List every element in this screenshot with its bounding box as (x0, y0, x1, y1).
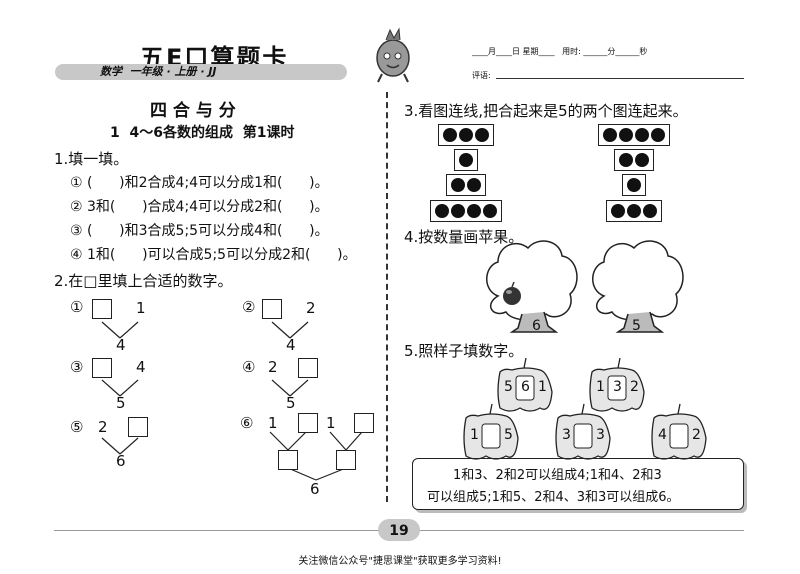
q5-example-2-middle: 3 (613, 379, 622, 395)
dot-icon (459, 153, 473, 167)
dot-icon (619, 128, 633, 142)
dot-icon (467, 178, 481, 192)
q5-exercise-2-left: 3 (562, 427, 571, 443)
q3-left-dot-group-3[interactable] (446, 174, 486, 196)
column-divider (386, 92, 388, 502)
q1-line-2[interactable]: ② 3和( )合成4;4可以分成2和( )。 (70, 199, 329, 215)
q2-tree-3-input-box[interactable] (92, 358, 112, 378)
mascot-icon (368, 26, 418, 84)
page-number-badge: 19 (378, 519, 420, 541)
q2-tree-5-left: 2 (98, 418, 108, 436)
q1-line-1[interactable]: ① ( )和2合成4;4可以分成1和( )。 (70, 175, 329, 191)
q2-tree-3-right: 4 (136, 358, 146, 376)
q2-tree-6-a: 1 (268, 414, 278, 432)
q2-tree-4-input-box[interactable] (298, 358, 318, 378)
q2-tree-2-input-box[interactable] (262, 299, 282, 319)
q5-exercise-3-left: 4 (658, 427, 667, 443)
q3-right-dot-group-2[interactable] (614, 149, 654, 171)
dot-icon (443, 128, 457, 142)
q2-tree-5-label: ⑤ (70, 418, 84, 436)
dot-icon (635, 153, 649, 167)
q3-right-dot-group-1[interactable] (598, 124, 670, 146)
q2-tree-2-label: ② (242, 298, 256, 316)
q3-left-dot-group-2[interactable] (454, 149, 478, 171)
comment-line[interactable] (496, 78, 744, 79)
dot-icon (635, 128, 649, 142)
dot-icon (651, 128, 665, 142)
q3-left-dot-group-4[interactable] (430, 200, 502, 222)
q2-tree-2-right: 2 (306, 299, 316, 317)
q5-exercise-2-right: 3 (596, 427, 605, 443)
q2-tree-6-input-box-mid-right[interactable] (336, 450, 356, 470)
q5-example-2-left: 1 (596, 379, 605, 395)
q2-tree-4-left: 2 (268, 358, 278, 376)
dot-icon (459, 128, 473, 142)
q2-tree-4-total: 5 (286, 394, 296, 412)
q2-tree-3-label: ③ (70, 358, 84, 376)
dot-icon (435, 204, 449, 218)
dot-icon (611, 204, 625, 218)
q5-note-line-2: 可以组成5;1和5、2和4、3和3可以组成6。 (427, 490, 680, 505)
q1-heading: 1.填一填。 (54, 150, 129, 168)
dot-icon (643, 204, 657, 218)
q5-note-line-1: 1和3、2和2可以组成4;1和4、2和3 (453, 468, 662, 483)
q3-right-dot-group-3[interactable] (622, 174, 646, 196)
q4-tree-left-number: 6 (532, 318, 541, 334)
comment-label: 评语: (472, 71, 491, 80)
q5-exercise-3-right: 2 (692, 427, 701, 443)
q4-heading: 4.按数量画苹果。 (404, 228, 524, 246)
dot-icon (483, 204, 497, 218)
q2-tree-1-right: 1 (136, 299, 146, 317)
q5-exercise-1-right: 5 (504, 427, 513, 443)
q2-tree-4-label: ④ (242, 358, 256, 376)
q5-example-2-right: 2 (630, 379, 639, 395)
q2-tree-1-input-box[interactable] (92, 299, 112, 319)
q5-note-box: 1和3、2和2可以组成4;1和4、2和3 可以组成5;1和5、2和4、3和3可以… (412, 458, 744, 510)
q5-example-1-left: 5 (504, 379, 513, 395)
q1-line-3[interactable]: ③ ( )和3合成5;5可以分成4和( )。 (70, 223, 329, 239)
lesson-title: 四 合 与 分 (150, 101, 236, 121)
subject-bar (55, 64, 347, 80)
dot-icon (451, 178, 465, 192)
q2-tree-2-total: 4 (286, 336, 296, 354)
q3-heading: 3.看图连线,把合起来是5的两个图连起来。 (404, 102, 688, 120)
q2-tree-5-input-box[interactable] (128, 417, 148, 437)
q3-left-dot-group-1[interactable] (438, 124, 494, 146)
q2-tree-6-input-box-top[interactable] (298, 413, 318, 433)
q1-line-4[interactable]: ④ 1和( )可以合成5;5可以分成2和( )。 (70, 247, 357, 263)
q2-heading: 2.在□里填上合适的数字。 (54, 272, 233, 290)
dot-icon (627, 178, 641, 192)
q2-tree-6-c: 1 (326, 414, 336, 432)
q2-tree-3-total: 5 (116, 394, 126, 412)
dot-icon (467, 204, 481, 218)
q2-tree-5-total: 6 (116, 452, 126, 470)
q4-tree-right (592, 240, 684, 333)
q2-tree-6-input-box-right[interactable] (354, 413, 374, 433)
dot-icon (451, 204, 465, 218)
page-number: 19 (389, 523, 409, 539)
q3-right-dot-group-4[interactable] (606, 200, 662, 222)
dot-icon (619, 153, 633, 167)
q2-tree-6-input-box-mid-left[interactable] (278, 450, 298, 470)
lesson-subtitle: 1 4～6各数的组成 第1课时 (110, 125, 295, 141)
q4-tree-right-number: 5 (632, 318, 641, 334)
q2-tree-6-total: 6 (310, 480, 320, 498)
dot-icon (603, 128, 617, 142)
q5-heading: 5.照样子填数字。 (404, 342, 524, 360)
q2-tree-6-label: ⑥ (240, 414, 254, 432)
q5-example-1-right: 1 (538, 379, 547, 395)
apple-icon (503, 281, 521, 305)
dot-icon (475, 128, 489, 142)
q2-tree-1-total: 4 (116, 336, 126, 354)
subject-line: 数学 一年级 · 上册 · JJ (100, 65, 217, 78)
footer-notice: 关注微信公众号"捷思课堂"获取更多学习资料! (298, 556, 502, 567)
q5-exercise-1-left: 1 (470, 427, 479, 443)
q5-example-1-middle: 6 (521, 379, 530, 395)
date-line[interactable]: ____月____日 星期____ 用时: ______分______秒 (472, 47, 648, 56)
dot-icon (627, 204, 641, 218)
q2-tree-1-label: ① (70, 298, 84, 316)
